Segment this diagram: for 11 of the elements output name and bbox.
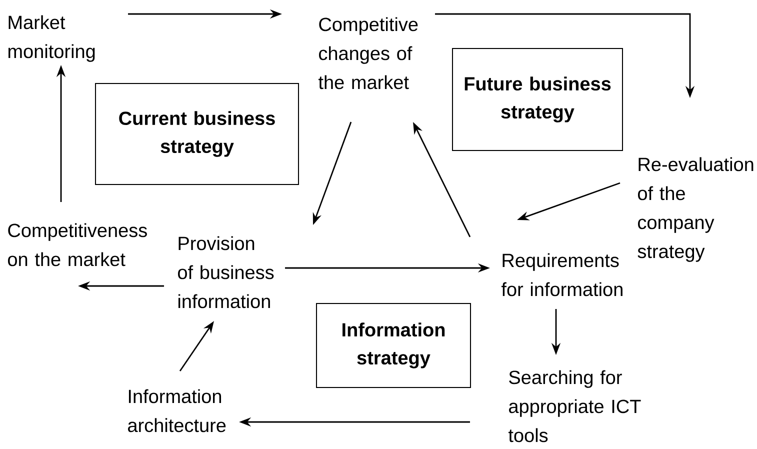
concept-text: Provision of business information bbox=[178, 236, 274, 308]
strategy-box: Future business strategy bbox=[452, 48, 623, 151]
concept-text: Competitiveness on the market bbox=[8, 223, 147, 266]
strategy-box: Current business strategy bbox=[95, 83, 299, 185]
concept-text: Information architecture bbox=[128, 389, 226, 432]
concept-text: Competitive changes of the market bbox=[318, 17, 418, 90]
concept-text: Market monitoring bbox=[8, 15, 95, 62]
concept-text: Requirements for information bbox=[501, 253, 622, 296]
concept-text: Searching for appropriate ICT tools bbox=[508, 370, 641, 442]
strategy-box: Information strategy bbox=[316, 303, 471, 388]
concept-text: Re-evaluation of the company strategy bbox=[638, 157, 754, 262]
